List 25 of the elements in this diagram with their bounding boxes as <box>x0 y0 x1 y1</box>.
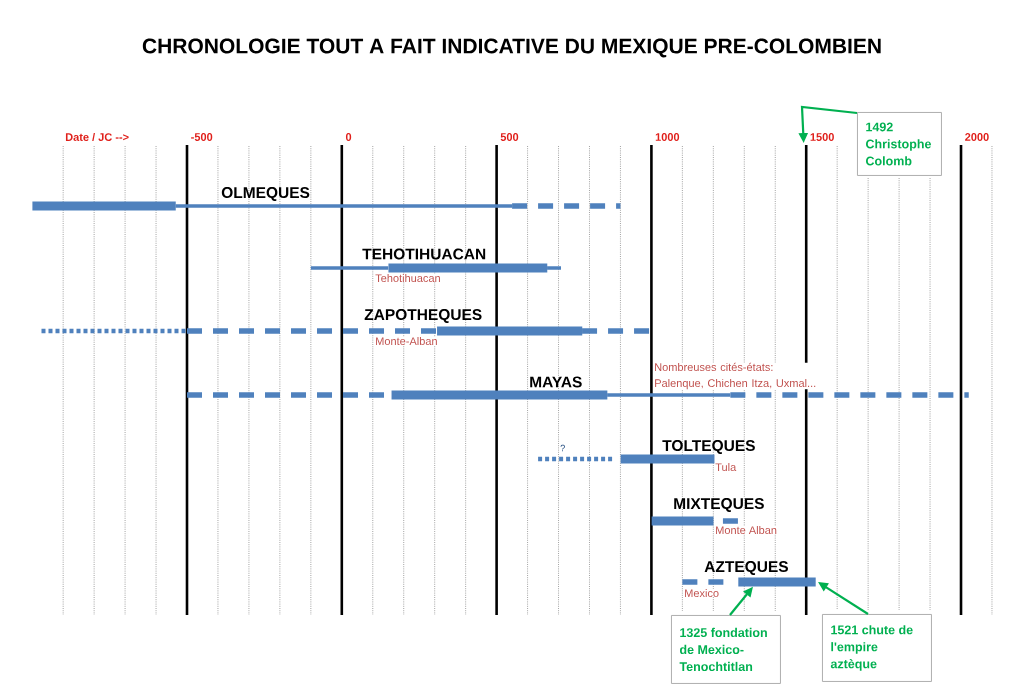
site-list: Nombreuses cités-états: Palenque, Chichen Itza, Uxmal... <box>654 362 821 390</box>
callout-box: 1492 Christophe Colomb <box>857 112 942 176</box>
site-label: Monte Alban <box>715 525 777 535</box>
callout-box: 1521 chute de l'empire aztèque <box>822 614 932 682</box>
site-label: Mexico <box>684 588 720 598</box>
civilization-name: MAYAS <box>530 376 582 388</box>
year-label: 500 <box>500 133 519 141</box>
site-label: Tula <box>715 462 737 472</box>
year-label: -500 <box>191 133 213 141</box>
civilization-name: AZTEQUES <box>704 561 788 575</box>
year-label: 1000 <box>655 133 680 141</box>
civilization-name: TOLTEQUES <box>662 440 755 454</box>
civilization-name: OLMEQUES <box>221 187 310 201</box>
civilization-name: TEHOTIHUACAN <box>362 248 486 260</box>
question-mark: ? <box>560 444 565 452</box>
site-label: Monte-Alban <box>375 336 438 346</box>
civilization-name: MIXTEQUES <box>674 498 764 512</box>
axis-caption: Date / JC --> <box>65 132 129 142</box>
callout-box: 1325 fondation de Mexico-Tenochtitlan <box>671 615 781 684</box>
site-label: Tehotihuacan <box>375 273 441 283</box>
civilization-name: ZAPOTHEQUES <box>364 309 482 323</box>
year-label: 0 <box>345 133 352 141</box>
year-label: 1500 <box>810 133 834 141</box>
year-label: 2000 <box>965 133 989 141</box>
title: CHRONOLOGIE TOUT A FAIT INDICATIVE DU MEXIQUE PRE-COLOMBIEN <box>142 38 881 58</box>
